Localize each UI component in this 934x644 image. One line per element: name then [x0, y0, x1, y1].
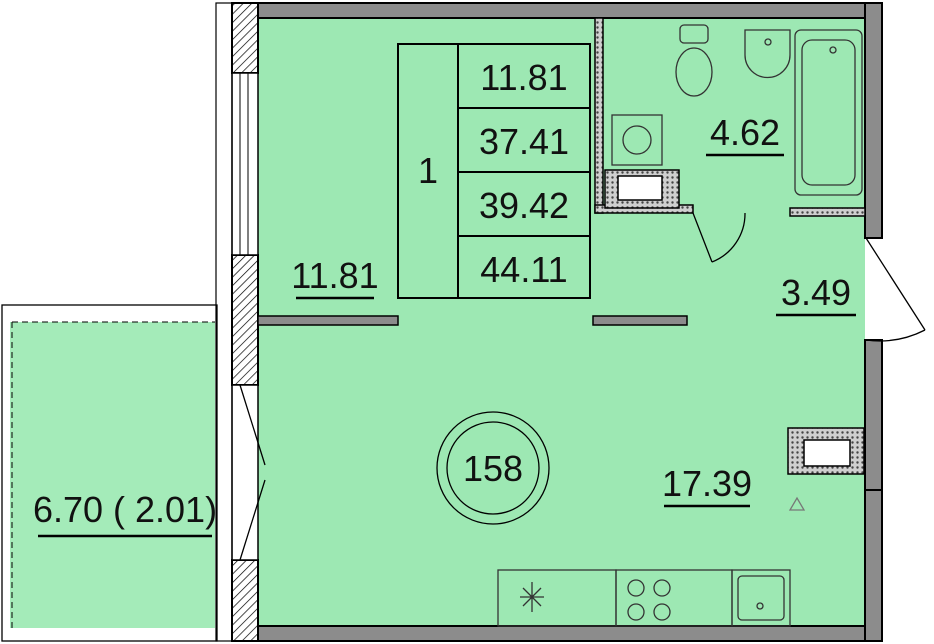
balcony-door-left — [239, 384, 266, 561]
left-wall-2 — [231, 254, 259, 386]
fixtures — [497, 24, 863, 627]
bathroom-wall-bottom-b — [789, 207, 866, 217]
area-table-row-4: 44.11 — [480, 249, 567, 290]
balcony-area-label: 6.70 ( 2.01) — [33, 489, 217, 530]
bathroom-door — [692, 212, 746, 263]
entry-door — [865, 237, 926, 342]
balcony-floor — [10, 322, 215, 628]
top-wall — [231, 2, 883, 19]
bedroom-area-label: 11.81 — [291, 255, 378, 296]
toilet-icon — [675, 47, 713, 97]
balcony-railing — [1, 304, 218, 642]
shafts — [604, 169, 865, 475]
apartment-number-label: 158 — [463, 448, 523, 489]
floor-fills — [10, 18, 866, 628]
bottom-wall — [231, 625, 883, 642]
balcony-door-opening — [231, 384, 259, 561]
washing-machine-icon — [611, 114, 663, 166]
hallway-floor — [595, 213, 865, 323]
bathroom-area-label: 4.62 — [710, 112, 780, 153]
doors — [239, 212, 926, 561]
apartment-number-circle — [436, 411, 550, 525]
hallway-area-label: 3.49 — [781, 272, 851, 313]
partitions — [257, 17, 866, 326]
left-wall-3 — [231, 559, 259, 642]
right-wall-lower — [864, 489, 883, 642]
bedroom-floor — [258, 18, 595, 318]
right-wall-middle — [864, 339, 883, 491]
area-table-row-1: 11.81 — [480, 57, 567, 98]
bathroom-wall-left — [594, 17, 604, 214]
sink-icon — [744, 29, 791, 79]
area-table-row-2: 37.41 — [479, 121, 569, 162]
star-icon — [520, 582, 544, 612]
living-area-label: 17.39 — [662, 463, 752, 504]
left-wall-1 — [231, 2, 259, 74]
rooms-count-label: 1 — [418, 150, 438, 191]
right-wall-upper — [864, 2, 883, 239]
bedroom-wall-a — [257, 315, 399, 326]
area-table-row-3: 39.42 — [479, 185, 569, 226]
bedroom-wall-b — [592, 315, 688, 326]
walls — [215, 2, 883, 642]
left-column — [215, 2, 233, 642]
living-floor — [258, 318, 865, 626]
bathtub-icon — [794, 29, 863, 196]
kitchen-sink-icon — [731, 569, 791, 627]
triangle-icon — [788, 496, 806, 511]
window-frame-left — [231, 72, 259, 256]
